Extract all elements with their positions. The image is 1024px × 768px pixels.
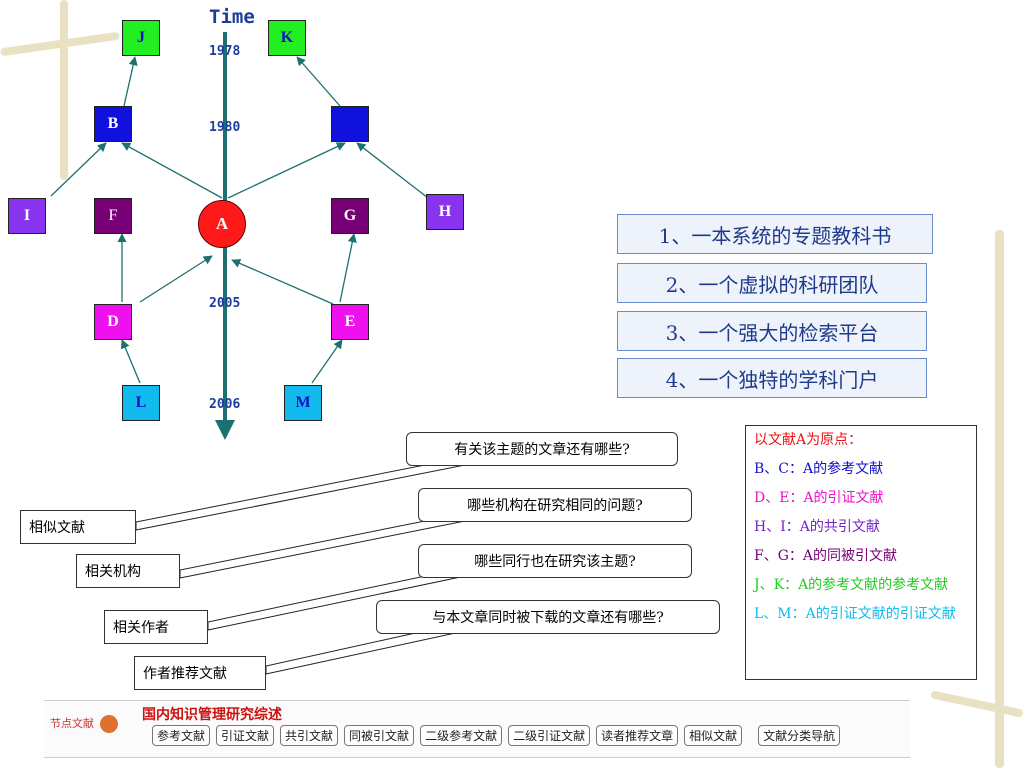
legend-item-hi: H、I：A的共引文献: [754, 519, 880, 535]
arrow-l-to-d: [120, 339, 141, 384]
button-secondary-citations[interactable]: 二级引证文献: [508, 725, 591, 746]
node-literature-logo: 节点文献: [50, 715, 118, 733]
button-category-navigation[interactable]: 文献分类导航: [758, 725, 841, 746]
year-2005: 2005: [209, 296, 241, 311]
label-similar-literature: 相似文献: [20, 510, 136, 544]
bamboo-decoration-right-leaf: [930, 690, 1024, 718]
button-similar-literature[interactable]: 相似文献: [684, 725, 743, 746]
button-references[interactable]: 参考文献: [152, 725, 211, 746]
feature-item-4: 4、一个独特的学科门户: [617, 358, 927, 398]
arrow-e-to-a: [231, 259, 334, 305]
bamboo-decoration-right-stem: [995, 230, 1004, 768]
button-citations[interactable]: 引证文献: [216, 725, 275, 746]
legend-item-bc: B、C：A的参考文献: [754, 461, 884, 477]
arrow-m-to-e: [311, 339, 343, 384]
toolbar-buttons: 参考文献引证文献共引文献同被引文献二级参考文献二级引证文献读者推荐文章相似文献文…: [152, 725, 846, 746]
button-co-citations[interactable]: 共引文献: [280, 725, 339, 746]
arrow-h-to-c: [356, 142, 429, 199]
node-k: K: [268, 20, 306, 56]
node-h: H: [426, 194, 464, 230]
label-author-recommended: 作者推荐文献: [134, 656, 266, 690]
arrow-d-to-a: [139, 255, 213, 303]
logo-text: 节点文献: [50, 717, 94, 730]
node-d: D: [94, 304, 132, 340]
arrow-i-to-b: [50, 142, 107, 197]
legend-item-lm: L、M：A的引证文献的引证文献: [754, 606, 956, 622]
arrow-a-to-c: [227, 142, 346, 199]
feature-item-3: 3、一个强大的检索平台: [617, 311, 927, 351]
callout-related-articles: 有关该主题的文章还有哪些?: [406, 432, 678, 466]
arrow-c-to-k: [296, 56, 341, 107]
year-1980: 1980: [209, 120, 241, 135]
node-c: C: [331, 106, 369, 142]
label-related-institutions: 相关机构: [76, 554, 180, 588]
legend-box: 以文献A为原点： B、C：A的参考文献 D、E：A的引证文献 H、I：A的共引文…: [745, 425, 977, 680]
button-co-cited[interactable]: 同被引文献: [344, 725, 415, 746]
node-a: A: [198, 200, 246, 248]
callout-pointers: [135, 463, 471, 675]
legend-item-fg: F、G：A的同被引文献: [754, 548, 898, 564]
callout-co-downloaded: 与本文章同时被下载的文章还有哪些?: [376, 600, 720, 634]
article-title: 国内知识管理研究综述: [142, 707, 282, 723]
node-b: B: [94, 106, 132, 142]
arrow-a-to-b: [121, 142, 223, 199]
year-2006: 2006: [209, 397, 241, 412]
feature-item-1: 1、一本系统的专题教科书: [617, 214, 933, 254]
node-j: J: [122, 20, 160, 56]
callout-related-peers: 哪些同行也在研究该主题?: [418, 544, 692, 578]
node-l: L: [122, 385, 160, 421]
legend-title: 以文献A为原点：: [754, 432, 863, 448]
label-related-authors: 相关作者: [104, 610, 208, 644]
time-axis-label: Time: [209, 6, 255, 28]
arrow-b-to-j: [123, 56, 138, 107]
button-secondary-references[interactable]: 二级参考文献: [420, 725, 503, 746]
feature-item-2: 2、一个虚拟的科研团队: [617, 263, 927, 303]
logo-icon: [99, 715, 118, 733]
node-m: M: [284, 385, 322, 421]
legend-item-de: D、E：A的引证文献: [754, 490, 884, 506]
year-1978: 1978: [209, 44, 241, 59]
node-f: F: [94, 198, 132, 234]
node-i: I: [8, 198, 46, 234]
button-reader-recommended[interactable]: 读者推荐文章: [596, 725, 679, 746]
pointer-recommend: [265, 631, 461, 675]
legend-item-jk: J、K：A的参考文献的参考文献: [754, 577, 949, 593]
node-g: G: [331, 198, 369, 234]
literature-toolbar: 节点文献 国内知识管理研究综述 参考文献引证文献共引文献同被引文献二级参考文献二…: [44, 700, 910, 758]
arrow-e-to-g: [339, 233, 357, 303]
node-e: E: [331, 304, 369, 340]
bamboo-decoration-left-stem: [60, 0, 68, 180]
callout-related-institutions: 哪些机构在研究相同的问题?: [418, 488, 692, 522]
